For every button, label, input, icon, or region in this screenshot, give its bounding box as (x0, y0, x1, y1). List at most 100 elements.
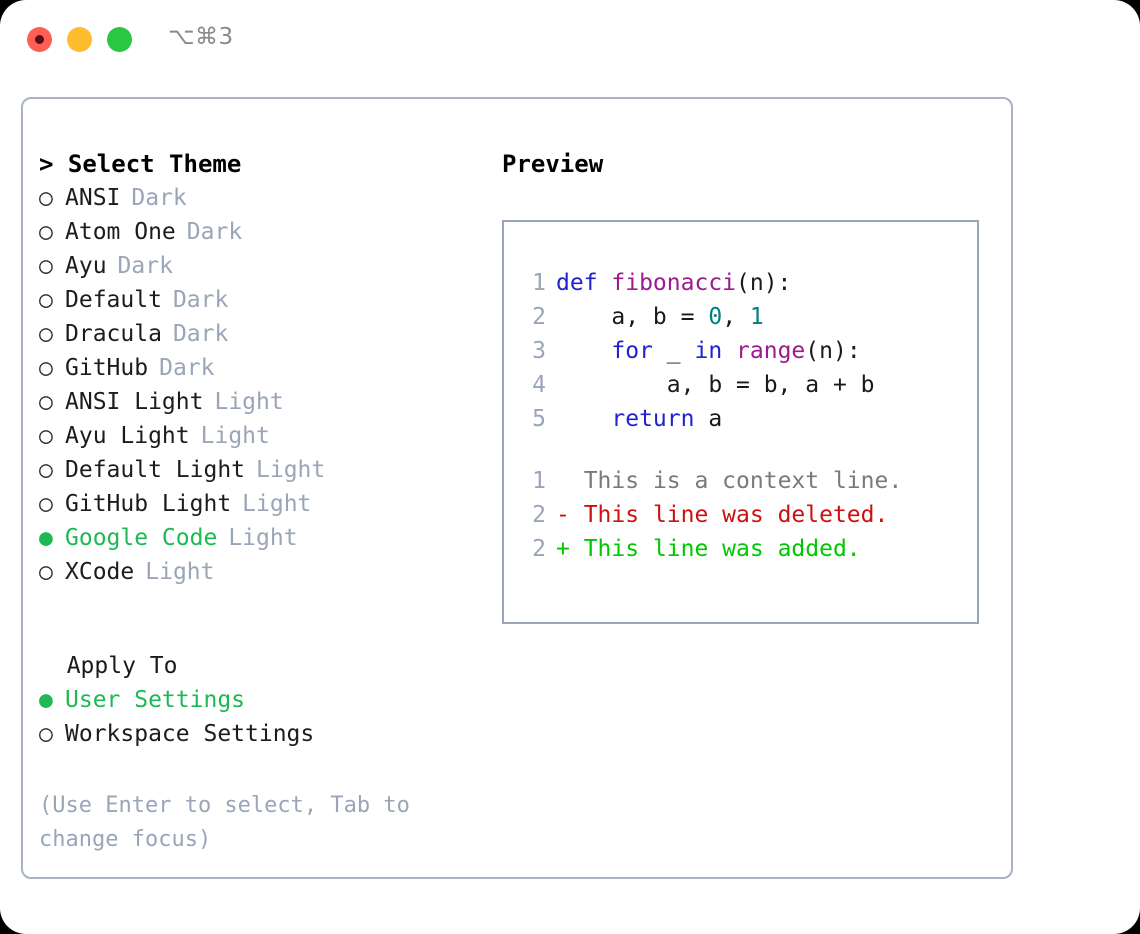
theme-name: Ayu Light (65, 423, 190, 449)
apply-to-option[interactable]: ●User Settings (39, 683, 479, 717)
theme-kind-badge: Light (228, 525, 298, 551)
code-token: a, b = (556, 304, 709, 330)
theme-list-item[interactable]: ○ Default Dark (39, 283, 479, 317)
code-token: range (736, 338, 806, 364)
radio-unselected-icon: ○ (39, 423, 53, 449)
code-line: 3 for _ in range(n): (514, 334, 971, 368)
code-spacer (514, 436, 971, 464)
code-token: (n): (805, 338, 861, 364)
diff-marker: + (556, 536, 584, 562)
line-number: 2 (532, 536, 546, 562)
code-line: 4 a, b = b, a + b (514, 368, 971, 402)
theme-list-item[interactable]: ○ Default Light Light (39, 453, 479, 487)
code-token: a (694, 406, 723, 432)
diff-text: This is a context line. (583, 468, 903, 494)
code-line: 2 a, b = 0, 1 (514, 300, 971, 334)
line-number: 1 (532, 270, 546, 296)
radio-unselected-icon: ○ (39, 457, 53, 483)
radio-unselected-icon: ○ (39, 721, 53, 747)
radio-unselected-icon: ○ (39, 253, 53, 279)
theme-list-item[interactable]: ○ GitHub Light Light (39, 487, 479, 521)
theme-name: XCode (65, 559, 135, 585)
select-theme-header: > Select Theme (39, 150, 242, 178)
theme-name: Atom One (65, 219, 176, 245)
diff-marker: - (556, 502, 584, 528)
radio-unselected-icon: ○ (39, 287, 53, 313)
code-token: for (611, 338, 653, 364)
code-line: 1 def fibonacci(n): (514, 266, 971, 300)
code-token (556, 406, 611, 432)
theme-name: Default (65, 287, 162, 313)
theme-list-item[interactable]: ○ GitHub Dark (39, 351, 479, 385)
theme-kind-badge: Dark (159, 355, 215, 381)
theme-name: Default Light (65, 457, 246, 483)
apply-to-label: User Settings (65, 687, 246, 713)
keyboard-hint-text: (Use Enter to select, Tab to change focu… (39, 793, 410, 852)
apply-to-label: Workspace Settings (65, 721, 315, 747)
theme-name: GitHub (65, 355, 149, 381)
theme-list-item[interactable]: ○ Ayu Light Light (39, 419, 479, 453)
code-token: def (556, 270, 612, 296)
line-number: 3 (532, 338, 546, 364)
maximize-window-button[interactable] (107, 27, 132, 52)
apply-to-section: Apply To ●User Settings ○ Workspace Settin… (39, 649, 479, 751)
diff-sample: 1 This is a context line. 2- This line wa… (514, 464, 971, 566)
theme-kind-badge: Dark (186, 219, 243, 245)
diff-marker (556, 468, 584, 494)
diff-text: This line was deleted. (583, 502, 889, 528)
theme-list-item[interactable]: ○ Ayu Dark (39, 249, 479, 283)
radio-unselected-icon: ○ (39, 219, 53, 245)
theme-kind-badge: Dark (172, 321, 229, 347)
theme-list-item[interactable]: ○ Dracula Dark (39, 317, 479, 351)
theme-list-item[interactable]: ○ Atom One Dark (39, 215, 479, 249)
theme-name: Ayu (65, 253, 107, 279)
theme-kind-badge: Light (214, 389, 284, 415)
close-window-button[interactable] (27, 27, 52, 52)
code-token: (n): (736, 270, 792, 296)
radio-selected-icon: ● (39, 525, 53, 551)
diff-line: 2 + This line was added. (514, 532, 971, 566)
theme-kind-badge: Light (200, 423, 270, 449)
minimize-window-button[interactable] (67, 27, 92, 52)
line-number: 2 (532, 304, 546, 330)
radio-unselected-icon: ○ (39, 491, 53, 517)
line-number: 5 (532, 406, 546, 432)
diff-line: 1 This is a context line. (514, 464, 971, 498)
theme-kind-badge: Light (242, 491, 312, 517)
code-token: fibonacci (611, 270, 737, 296)
line-number: 1 (532, 468, 546, 494)
theme-kind-badge: Light (145, 559, 215, 585)
radio-unselected-icon: ○ (39, 355, 53, 381)
code-token: _ (652, 338, 695, 364)
preview-header: Preview (502, 150, 604, 178)
theme-kind-badge: Light (256, 457, 326, 483)
apply-to-header: Apply To (39, 653, 178, 679)
code-token: return (611, 406, 695, 432)
apply-to-option[interactable]: ○ Workspace Settings (39, 717, 479, 751)
radio-unselected-icon: ○ (39, 559, 53, 585)
theme-list-item[interactable]: ○ XCode Light (39, 555, 479, 589)
theme-name: Dracula (65, 321, 162, 347)
keyboard-shortcut-label: ⌥⌘3 (168, 24, 234, 50)
apply-to-options[interactable]: ●User Settings ○ Workspace Settings (39, 683, 479, 751)
theme-kind-badge: Dark (117, 253, 173, 279)
code-token: , (722, 304, 750, 330)
radio-unselected-icon: ○ (39, 389, 53, 415)
theme-kind-badge: Dark (172, 287, 229, 313)
diff-text: This line was added. (583, 536, 861, 562)
theme-name: GitHub Light (65, 491, 232, 517)
code-token: a, b = b, a + b (556, 372, 875, 398)
radio-unselected-icon: ○ (39, 321, 53, 347)
radio-unselected-icon: ○ (39, 185, 53, 211)
